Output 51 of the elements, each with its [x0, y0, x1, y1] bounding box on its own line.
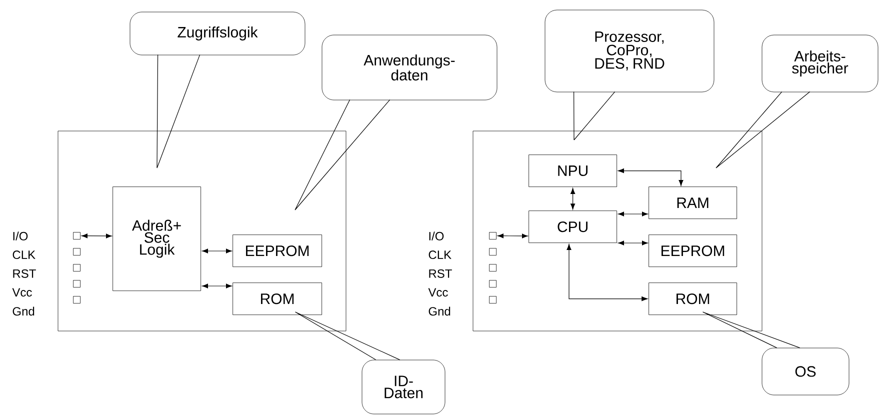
component-box: NPU — [528, 154, 617, 187]
component-box: ROM — [648, 282, 738, 315]
pin-label: Gnd — [428, 306, 450, 316]
leader-line — [702, 312, 800, 348]
connector-arrow — [82, 234, 112, 238]
contact-pad — [73, 248, 80, 256]
pin-label: RST — [13, 269, 36, 278]
leader-line — [294, 100, 390, 210]
leader-line — [295, 312, 400, 360]
component-box: EEPROM — [648, 234, 738, 267]
connector-arrow — [618, 240, 648, 246]
component-box: Adreß+ Sec Logik — [112, 186, 201, 291]
component-box: EEPROM — [232, 234, 322, 267]
contact-pad — [73, 232, 80, 240]
leader-line — [574, 92, 616, 140]
connector-arrow — [618, 168, 684, 186]
component-box: ROM — [232, 282, 322, 315]
contact-pad — [73, 296, 80, 304]
pin-label: CLK — [428, 250, 452, 260]
connector-arrow — [566, 244, 648, 302]
contact-pad — [489, 296, 496, 304]
component-box: RAM — [648, 186, 738, 219]
contact-pad — [489, 280, 496, 288]
pin-label: I/O — [13, 232, 28, 240]
connector-arrow — [202, 248, 232, 254]
contact-pad — [73, 280, 80, 288]
component-box: CPU — [528, 210, 617, 243]
chip-outline — [472, 130, 762, 332]
pin-label: CLK — [12, 250, 36, 260]
connector-arrow — [498, 234, 528, 238]
pin-label: Vcc — [428, 288, 448, 297]
pin-label: I/O — [429, 232, 444, 240]
connector-arrow — [202, 284, 232, 288]
speech-bubble: Zugriffslogik — [130, 12, 306, 56]
leader-line — [156, 54, 200, 168]
pin-label: Gnd — [12, 306, 34, 316]
chip-outline — [58, 130, 346, 332]
speech-bubble: Anwendungs- daten — [322, 34, 498, 100]
connector-arrow — [618, 212, 648, 216]
speech-bubble: ID- Daten — [362, 360, 446, 414]
speech-bubble: Arbeits- speicher — [762, 34, 878, 92]
contact-pad — [489, 248, 496, 256]
connector-arrow — [570, 188, 576, 210]
pin-label: RST — [429, 269, 452, 278]
contact-pad — [489, 264, 496, 272]
speech-bubble: OS — [762, 348, 850, 396]
speech-bubble: Prozessor, CoPro, DES, RND — [544, 10, 714, 92]
pin-label: Vcc — [12, 288, 32, 297]
contact-pad — [489, 232, 496, 240]
leader-line — [716, 92, 810, 168]
contact-pad — [73, 264, 80, 272]
